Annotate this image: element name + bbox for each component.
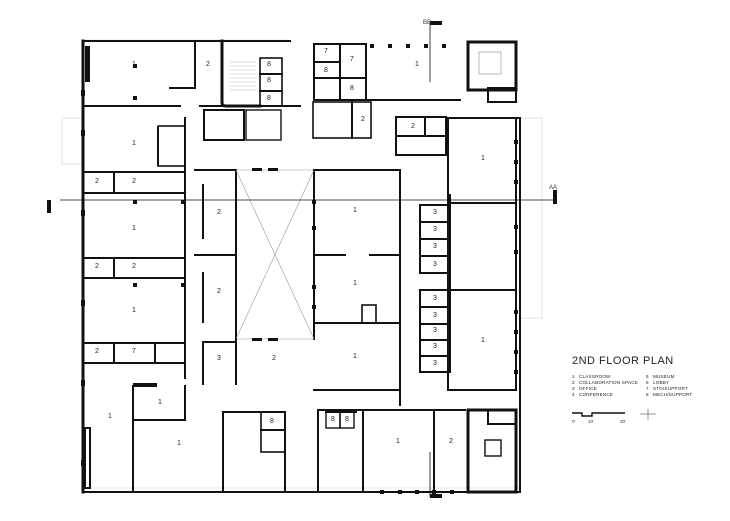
- legend-item: 1Classroom: [572, 374, 611, 379]
- room-label-nw-classroom: 1: [132, 61, 136, 68]
- south-rooms: [132, 383, 518, 494]
- scale-mark-0: 0': [572, 419, 576, 424]
- room-label-mech-d: 8: [324, 67, 328, 74]
- room-label-n-classroom: 1: [415, 61, 419, 68]
- scale-mark-10: 10': [588, 419, 594, 424]
- room-label-office-i: 3: [433, 360, 437, 367]
- legend-grid: 1Classroom 5Museum 2Collaboration Space …: [572, 374, 716, 398]
- section-aa-label: AA: [549, 185, 557, 191]
- room-label-ne-classroom: 1: [481, 155, 485, 162]
- room-label-s-mech-a: 8: [270, 418, 274, 425]
- room-label-office-h: 3: [433, 343, 437, 350]
- plan-title: 2ND FLOOR PLAN: [572, 355, 674, 367]
- room-label-office-d: 3: [433, 261, 437, 268]
- room-label-sw-classroom-c: 1: [177, 440, 181, 447]
- legend-item: 8Mech/Support: [646, 392, 693, 397]
- room-label-center-collab-b: 2: [217, 288, 221, 295]
- room-label-center-collab-a: 2: [217, 209, 221, 216]
- room-label-center-collab-c: 2: [272, 355, 276, 362]
- room-label-s-mech-b: 8: [331, 416, 335, 423]
- north-center: [312, 40, 518, 156]
- room-label-w-collab-a: 2: [95, 178, 99, 185]
- room-label-office-c: 3: [433, 243, 437, 250]
- room-label-sto-b: 7: [350, 56, 354, 63]
- room-label-center-classroom-c: 1: [353, 353, 357, 360]
- legend-item: 4Conference: [572, 392, 614, 397]
- exterior-walls: [81, 39, 521, 494]
- room-label-center-classroom-a: 1: [353, 207, 357, 214]
- room-label-s-mech-c: 8: [345, 416, 349, 423]
- room-label-office-e: 3: [433, 295, 437, 302]
- section-marker-aa: AA: [47, 185, 557, 213]
- legend-item: 6Lobby: [646, 380, 670, 385]
- west-rooms: [82, 117, 186, 379]
- legend: 2ND FLOOR PLAN 1Classroom 5Museum 2Colla…: [572, 355, 716, 398]
- scale-bar-graphic: [572, 409, 656, 420]
- room-label-ne-collab: 2: [411, 123, 415, 130]
- room-label-office-b: 3: [433, 226, 437, 233]
- center-atrium: [194, 168, 315, 341]
- room-label-e-classroom: 1: [481, 337, 485, 344]
- room-label-center-classroom-b: 1: [353, 280, 357, 287]
- section-marker-bb-bottom: [429, 452, 442, 498]
- center-classrooms: [202, 169, 401, 406]
- room-label-sw-classroom-b: 1: [108, 413, 112, 420]
- legend-item: 5Museum: [646, 374, 675, 379]
- structural-columns: [81, 44, 518, 494]
- room-label-w-classroom-3: 1: [132, 225, 136, 232]
- room-label-office-f: 3: [433, 312, 437, 319]
- legend-item: 2Collaboration Space: [572, 380, 639, 385]
- room-label-w-collab-c: 2: [95, 263, 99, 270]
- scale-mark-30: 30': [620, 419, 626, 424]
- room-label-sw-collab: 2: [95, 348, 99, 355]
- room-label-w-collab-b: 2: [132, 178, 136, 185]
- room-label-se-collab: 2: [449, 438, 453, 445]
- room-label-mech-c: 8: [267, 95, 271, 102]
- nw-rooms: [82, 39, 301, 141]
- room-label-mech-a: 8: [267, 61, 271, 68]
- scale-bar: 0' 10' 30': [570, 408, 680, 428]
- room-label-w-collab-d: 2: [132, 263, 136, 270]
- room-label-office-g: 3: [433, 327, 437, 334]
- room-labels: 1 2 8 8 8 7 7 8 8 1 2 2 1 2 2 1 2 1 1 3 3 3 3 2 2 2 1 1 3 3 3 3 3 1 2 7 3 2 1 1…: [95, 48, 485, 447]
- room-label-sw-sto: 7: [132, 348, 136, 355]
- section-marker-bb: BB: [423, 20, 442, 82]
- room-label-w-classroom-2: 1: [132, 140, 136, 147]
- room-label-nw-collab: 2: [206, 61, 210, 68]
- legend-item: 3Office: [572, 386, 598, 391]
- section-bb-label: BB: [423, 20, 431, 26]
- room-label-w-classroom-4: 1: [132, 307, 136, 314]
- room-label-mech-b: 8: [267, 77, 271, 84]
- room-label-office-a: 3: [433, 209, 437, 216]
- legend-item: 7Sto/Support: [646, 386, 688, 391]
- room-label-n-collab: 2: [361, 116, 365, 123]
- room-label-s-classroom: 1: [396, 438, 400, 445]
- room-label-mech-e: 8: [350, 85, 354, 92]
- room-label-sw-classroom-a: 1: [158, 399, 162, 406]
- room-label-center-office: 3: [217, 355, 221, 362]
- room-label-sto-a: 7: [324, 48, 328, 55]
